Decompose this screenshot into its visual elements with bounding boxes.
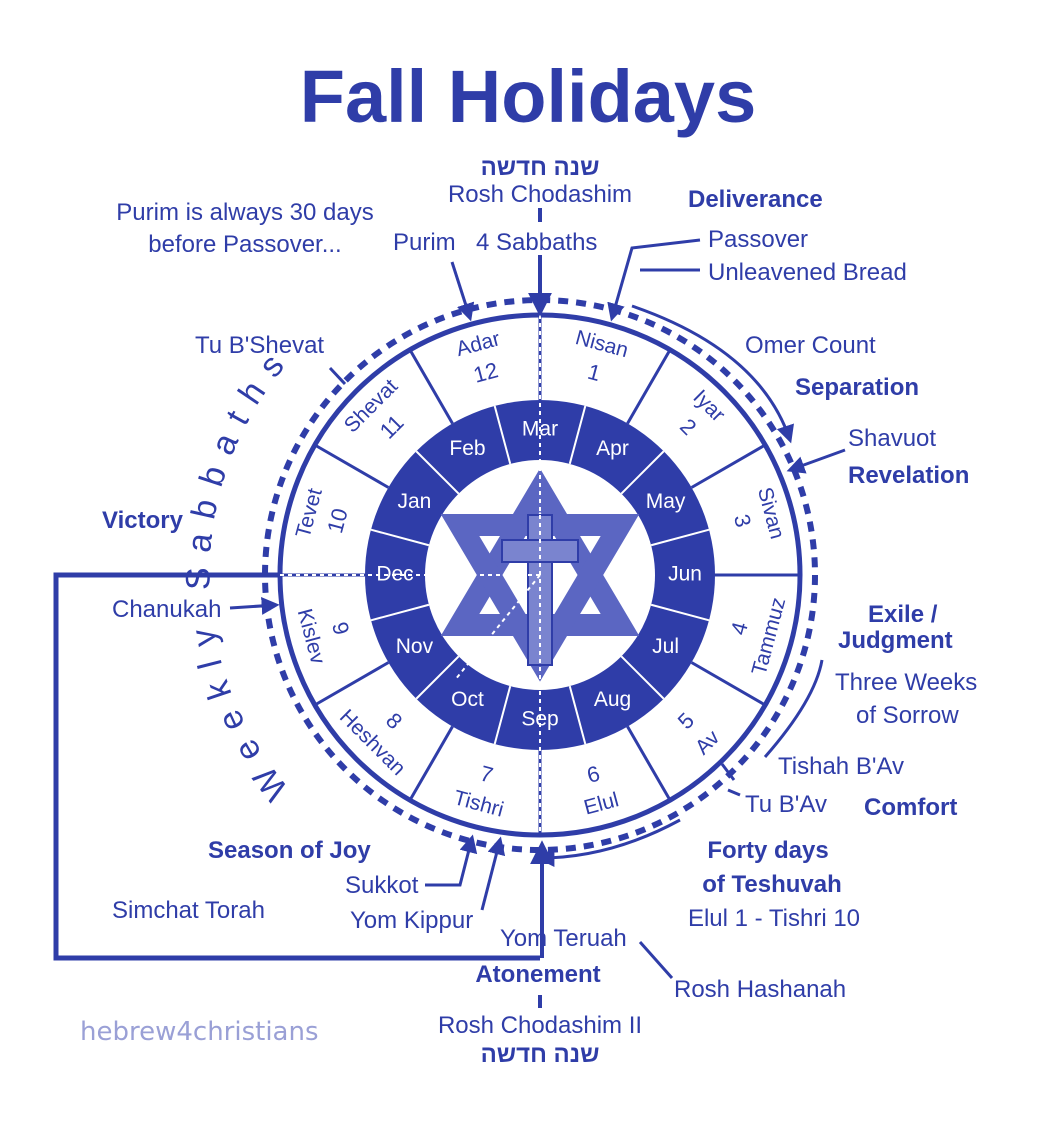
gregorian-month-label: Jul: [652, 635, 679, 658]
season-of-joy-label: Season of Joy: [208, 837, 371, 864]
rosh-hashanah-label: Rosh Hashanah: [674, 976, 846, 1003]
yom-kippur-label: Yom Kippur: [350, 907, 473, 934]
tishah-bav-tick: [720, 763, 736, 781]
diagonal-dotted-line: [454, 574, 541, 681]
victory-label: Victory: [102, 507, 184, 534]
purim-arrow: [450, 261, 475, 322]
hebrew-sector-divider: [314, 443, 390, 489]
chanukah-label: Chanukah: [112, 596, 221, 623]
yom-teruah-label: Yom Teruah: [500, 925, 627, 952]
gregorian-month-label: Apr: [596, 437, 629, 460]
elul-tishri-label: Elul 1 - Tishri 10: [688, 905, 860, 932]
page-title: Fall Holidays: [300, 55, 756, 138]
tu-bav-label: Tu B'Av: [745, 791, 827, 818]
gregorian-divider: [415, 450, 460, 495]
hebrew-sector-divider: [314, 661, 390, 707]
hebrew-sector-divider: [408, 725, 454, 801]
gregorian-divider: [493, 405, 512, 465]
gregorian-divider: [650, 528, 710, 547]
gregorian-divider: [493, 685, 512, 745]
watermark: hebrew4christians: [80, 1017, 319, 1047]
gregorian-month-label: May: [646, 490, 686, 513]
rosh-chodashim-label: Rosh Chodashim: [448, 181, 632, 208]
three-weeks-label: Three Weeks: [835, 669, 977, 696]
gregorian-divider: [370, 603, 430, 622]
shavuot-arrow: [786, 448, 846, 474]
forty-days-label: Forty days: [707, 837, 828, 864]
chanukah-arrow: [229, 596, 280, 615]
teshuvah-label: of Teshuvah: [702, 871, 842, 898]
four-sabbaths-label: 4 Sabbaths: [476, 229, 597, 256]
simchat-torah-label: Simchat Torah: [112, 897, 265, 924]
comfort-label: Comfort: [864, 794, 957, 821]
dashed-outer-ring: [262, 297, 818, 853]
sukkot-label: Sukkot: [345, 872, 419, 899]
passover-label: Passover: [708, 226, 808, 253]
purim-note-line-2: before Passover...: [148, 231, 341, 258]
gregorian-dividers: [370, 405, 710, 745]
forty-days-arc: [536, 818, 681, 867]
judgment-label: Judgment: [838, 627, 953, 654]
hebrew-sector-divider: [626, 349, 672, 425]
gregorian-divider: [415, 655, 460, 700]
gregorian-divider: [568, 405, 587, 465]
exile-label: Exile /: [868, 601, 938, 628]
rosh-hashanah-line: [638, 941, 674, 979]
gregorian-month-label: Jun: [668, 563, 702, 586]
tu-bav-tick: [727, 788, 741, 797]
separation-label: Separation: [795, 374, 919, 401]
tu-bshevat-tick: [328, 366, 347, 386]
gregorian-divider: [620, 450, 665, 495]
omer-count-arc: [631, 304, 794, 444]
shavuot-label: Shavuot: [848, 425, 936, 452]
hebrew-text-bottom: שנה חדשה: [481, 1041, 600, 1068]
gregorian-divider: [620, 655, 665, 700]
tu-bshevat-label: Tu B'Shevat: [195, 332, 324, 359]
purim-note-line-1: Purim is always 30 days: [116, 199, 373, 226]
rosh-chodashim-ii-label: Rosh Chodashim II: [438, 1012, 642, 1039]
gregorian-divider: [370, 528, 430, 547]
yom-kippur-arrow: [480, 836, 506, 911]
hebrew-sector-divider: [408, 349, 454, 425]
omer-count-label: Omer Count: [745, 332, 876, 359]
tishah-bav-label: Tishah B'Av: [778, 753, 904, 780]
gregorian-month-label: Sep: [521, 708, 558, 731]
of-sorrow-label: of Sorrow: [856, 702, 959, 729]
hebrew-sector-divider: [690, 661, 766, 707]
unleavened-bread-label: Unleavened Bread: [708, 259, 907, 286]
three-weeks-arc: [763, 659, 824, 758]
atonement-label: Atonement: [475, 961, 600, 988]
gregorian-month-label: Jan: [397, 490, 431, 513]
sukkot-arrow: [425, 834, 478, 887]
gregorian-month-label: Feb: [449, 437, 485, 460]
gregorian-divider: [568, 685, 587, 745]
purim-label: Purim: [393, 229, 456, 256]
revelation-label: Revelation: [848, 462, 969, 489]
gregorian-month-label: Oct: [451, 688, 484, 711]
hebrew-sector-divider: [626, 725, 672, 801]
hebrew-sector-divider: [690, 443, 766, 489]
hebrew-text-top: שנה חדשה: [481, 154, 600, 181]
gregorian-month-label: Aug: [594, 688, 631, 711]
gregorian-divider: [650, 603, 710, 622]
passover-arrow: [607, 238, 701, 322]
deliverance-label: Deliverance: [688, 186, 823, 213]
gregorian-month-label: Nov: [396, 635, 434, 658]
